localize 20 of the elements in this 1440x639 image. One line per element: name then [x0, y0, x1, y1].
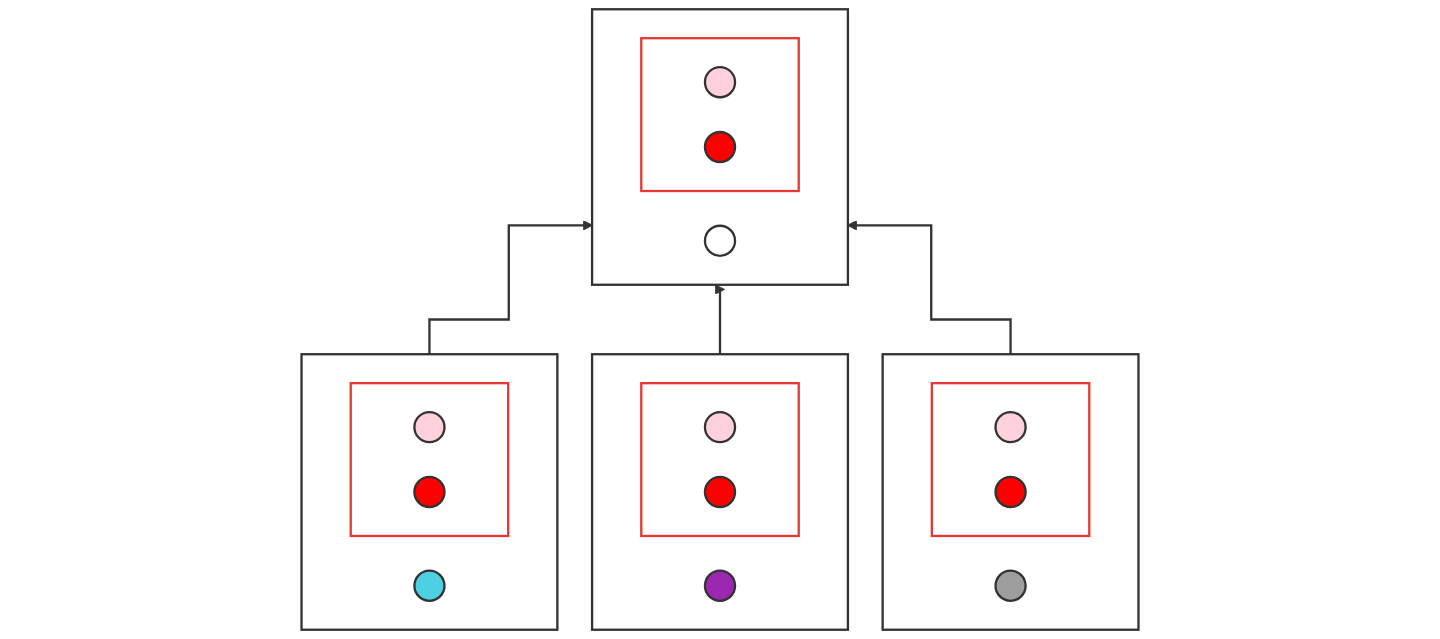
cluster: [640, 382, 800, 538]
cluster: [590, 8, 850, 286]
cluster: [349, 382, 510, 538]
cluster: [300, 353, 559, 631]
cluster: [881, 353, 1140, 631]
node-circle: [703, 475, 737, 509]
node-circle: [413, 569, 446, 602]
node-circle: [994, 410, 1027, 444]
node-circle: [413, 475, 446, 509]
node-circle: [703, 569, 737, 602]
node-circle: [703, 224, 737, 257]
node-circle: [994, 569, 1027, 602]
node-circle: [703, 66, 737, 99]
cluster: [590, 353, 850, 631]
node-circle: [703, 410, 737, 444]
node-circle: [413, 410, 446, 444]
node-circle: [703, 130, 737, 164]
node-circle: [994, 475, 1027, 509]
cluster: [640, 37, 800, 193]
cluster: [930, 382, 1091, 538]
